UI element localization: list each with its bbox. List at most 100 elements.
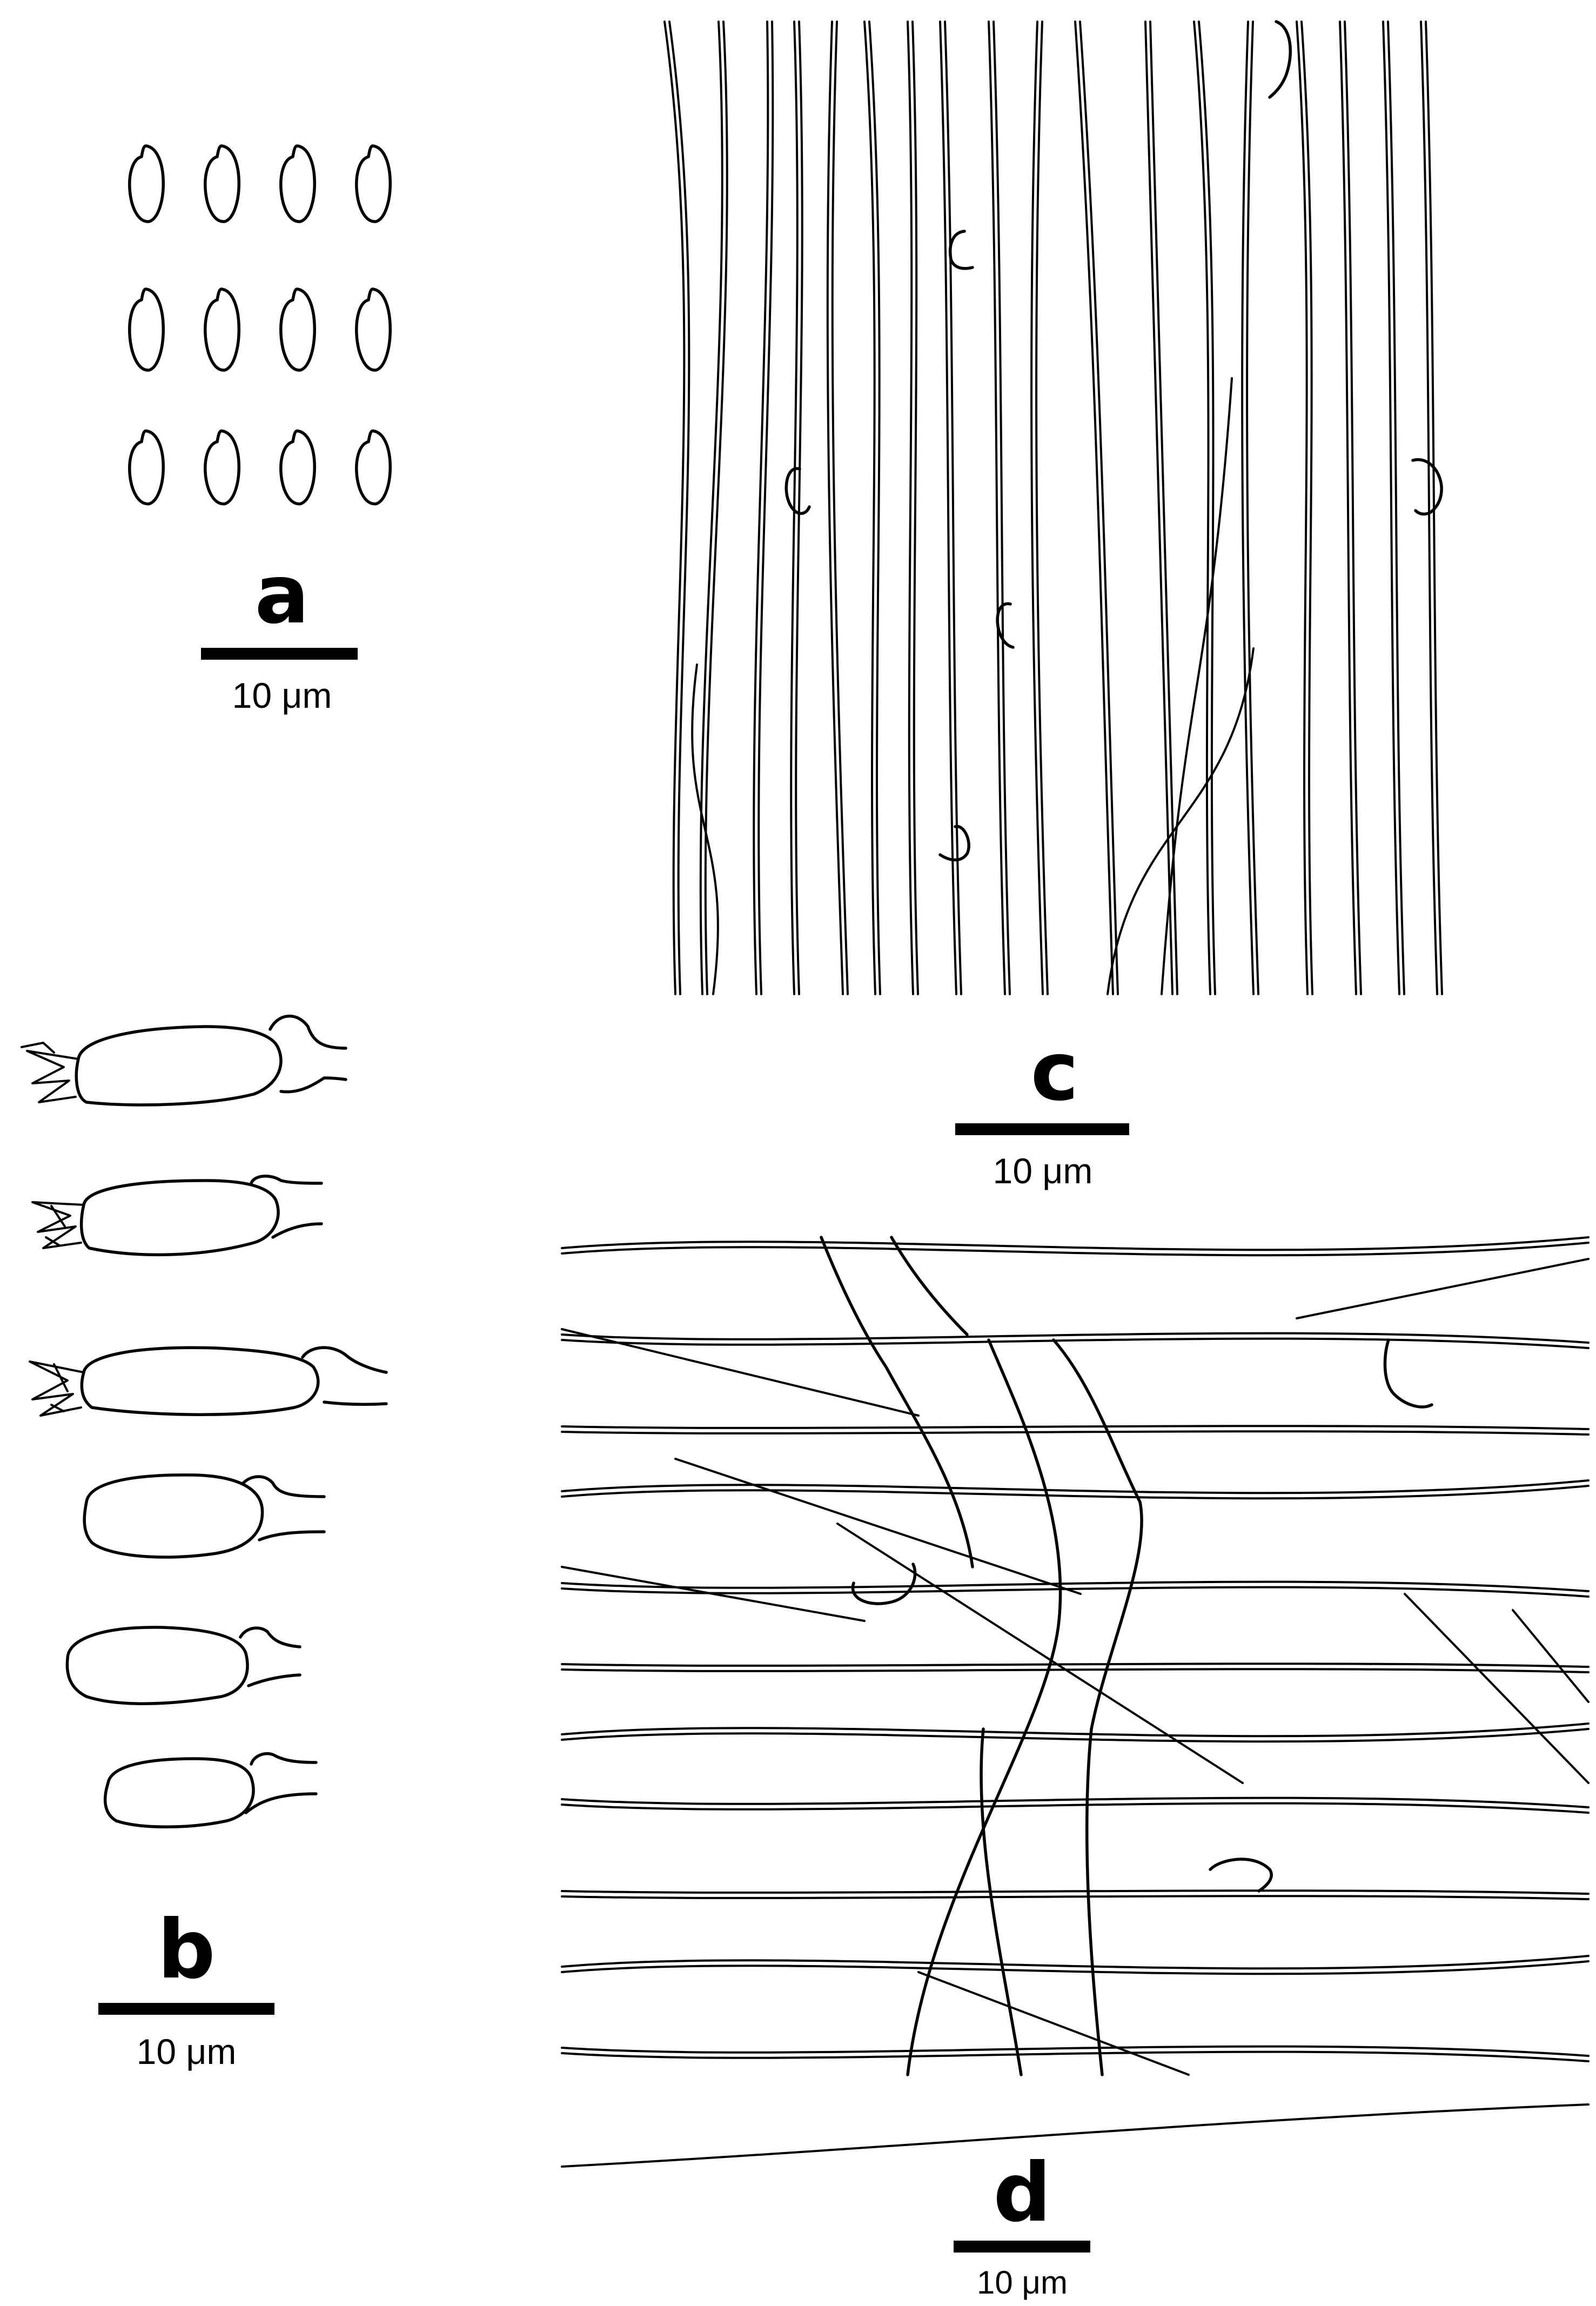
hypha-wall bbox=[668, 21, 690, 995]
panel-a-scale-label: 10 μm bbox=[232, 675, 332, 715]
crossing-hypha bbox=[1052, 1338, 1143, 2076]
hypha-wall bbox=[1512, 1609, 1590, 1703]
hypha-wall bbox=[561, 1802, 1590, 1814]
hypha-wall bbox=[1035, 21, 1049, 995]
hypha-wall bbox=[561, 1955, 1590, 1970]
crossing-hypha bbox=[906, 1338, 1062, 2076]
hypha-wall bbox=[1149, 21, 1178, 995]
panel-d-scale-label: 10 μm bbox=[977, 2264, 1068, 2301]
hypha-wall bbox=[1296, 21, 1309, 995]
clamp-connection bbox=[1411, 458, 1443, 516]
hypha-wall bbox=[1144, 21, 1173, 995]
basidiospore bbox=[128, 429, 165, 506]
basidiospore bbox=[279, 429, 316, 506]
hypha-wall bbox=[561, 1337, 1590, 1349]
basidiospore bbox=[279, 144, 316, 223]
panel-b-letter: b bbox=[157, 1903, 215, 1997]
hypha-wall bbox=[1107, 647, 1255, 995]
clamp-connection bbox=[1209, 1858, 1273, 1893]
hypha-wall bbox=[1387, 21, 1405, 995]
hypha-wall bbox=[790, 21, 799, 995]
hypha-wall bbox=[561, 2103, 1590, 2168]
basidium-2 bbox=[31, 1175, 323, 1257]
hypha-wall bbox=[1300, 21, 1313, 995]
hypha-wall bbox=[561, 1566, 866, 1622]
hypha-wall bbox=[704, 21, 728, 995]
hypha-wall bbox=[1404, 1593, 1590, 1784]
hypha-wall bbox=[911, 21, 919, 995]
hypha-wall bbox=[561, 1796, 1590, 1808]
hypha-wall bbox=[1074, 21, 1114, 995]
hypha-wall bbox=[939, 21, 957, 995]
clamp-connection bbox=[996, 602, 1015, 649]
panel-c-letter: c bbox=[1031, 1025, 1079, 1119]
hypha-wall bbox=[561, 1586, 1590, 1598]
hypha-wall bbox=[561, 1485, 1590, 1500]
hypha-wall bbox=[757, 21, 774, 995]
hypha-wall bbox=[561, 1430, 1590, 1436]
panel-d-contextual-hyphae: d 10 μm bbox=[561, 1236, 1590, 2301]
basidiospore bbox=[204, 144, 240, 223]
panel-a-spores: a 10 μm bbox=[128, 144, 392, 715]
hypha-wall bbox=[988, 21, 1006, 995]
hypha-wall bbox=[1420, 21, 1438, 995]
hypha-wall bbox=[561, 1895, 1590, 1900]
panel-b-scale-label: 10 μm bbox=[137, 2032, 237, 2072]
basidiospore bbox=[128, 144, 165, 223]
hypha-wall bbox=[561, 1479, 1590, 1494]
basidiole-2 bbox=[65, 1626, 301, 1705]
crossing-hypha bbox=[890, 1236, 969, 1336]
hypha-wall bbox=[561, 1242, 1590, 1257]
hypha-wall bbox=[561, 1425, 1590, 1430]
hypha-wall bbox=[907, 21, 914, 995]
hypha-wall bbox=[944, 21, 962, 995]
hypha-wall bbox=[561, 2050, 1590, 2062]
hypha-wall bbox=[561, 1328, 920, 1417]
crossing-hypha bbox=[820, 1236, 974, 1568]
hypha-wall bbox=[561, 1728, 1590, 1743]
panel-a-letter: a bbox=[254, 548, 309, 642]
basidium-3 bbox=[29, 1346, 388, 1417]
hypha-wall bbox=[1198, 21, 1216, 995]
basidiospore bbox=[204, 429, 240, 506]
hypha-wall bbox=[561, 1668, 1590, 1673]
hypha-wall bbox=[1030, 21, 1044, 995]
basidiospore bbox=[355, 429, 392, 506]
basidiospore bbox=[355, 144, 392, 223]
hypha-wall bbox=[1079, 21, 1119, 995]
clamp-connection bbox=[784, 467, 811, 515]
hypha-wall bbox=[561, 1889, 1590, 1895]
clamp-connection bbox=[1268, 20, 1292, 99]
clamp-connection bbox=[1383, 1338, 1433, 1409]
hypha-wall bbox=[561, 1580, 1590, 1592]
hypha-wall bbox=[1241, 21, 1255, 995]
hypha-wall bbox=[993, 21, 1011, 995]
hypha-wall bbox=[561, 1663, 1590, 1668]
hypha-wall bbox=[663, 21, 686, 995]
clamp-connection bbox=[949, 230, 974, 270]
hypha-wall bbox=[1161, 377, 1233, 995]
hypha-wall bbox=[1339, 21, 1357, 995]
hypha-wall bbox=[1246, 21, 1259, 995]
basidiospore bbox=[355, 287, 392, 372]
hypha-wall bbox=[1344, 21, 1362, 995]
hypha-wall bbox=[1296, 1258, 1590, 1319]
basidiospore bbox=[204, 287, 240, 372]
hypha-wall bbox=[831, 21, 849, 995]
clamp-connection bbox=[938, 824, 970, 862]
basidiole-1 bbox=[83, 1473, 326, 1559]
basidiole-3 bbox=[103, 1752, 318, 1828]
hypha-wall bbox=[674, 1458, 1082, 1595]
hypha-wall bbox=[561, 1332, 1590, 1344]
hypha-wall bbox=[795, 21, 803, 995]
panel-d-letter: d bbox=[993, 2146, 1051, 2240]
basidiospore bbox=[128, 287, 165, 372]
hypha-wall bbox=[691, 663, 719, 995]
hypha-wall bbox=[1382, 21, 1400, 995]
panel-c-tramal-hyphae: c 10 μm bbox=[663, 20, 1443, 1191]
hypha-wall bbox=[836, 1523, 1244, 1784]
hypha-wall bbox=[561, 2045, 1590, 2057]
hypha-wall bbox=[561, 1960, 1590, 1975]
hypha-wall bbox=[1193, 21, 1211, 995]
